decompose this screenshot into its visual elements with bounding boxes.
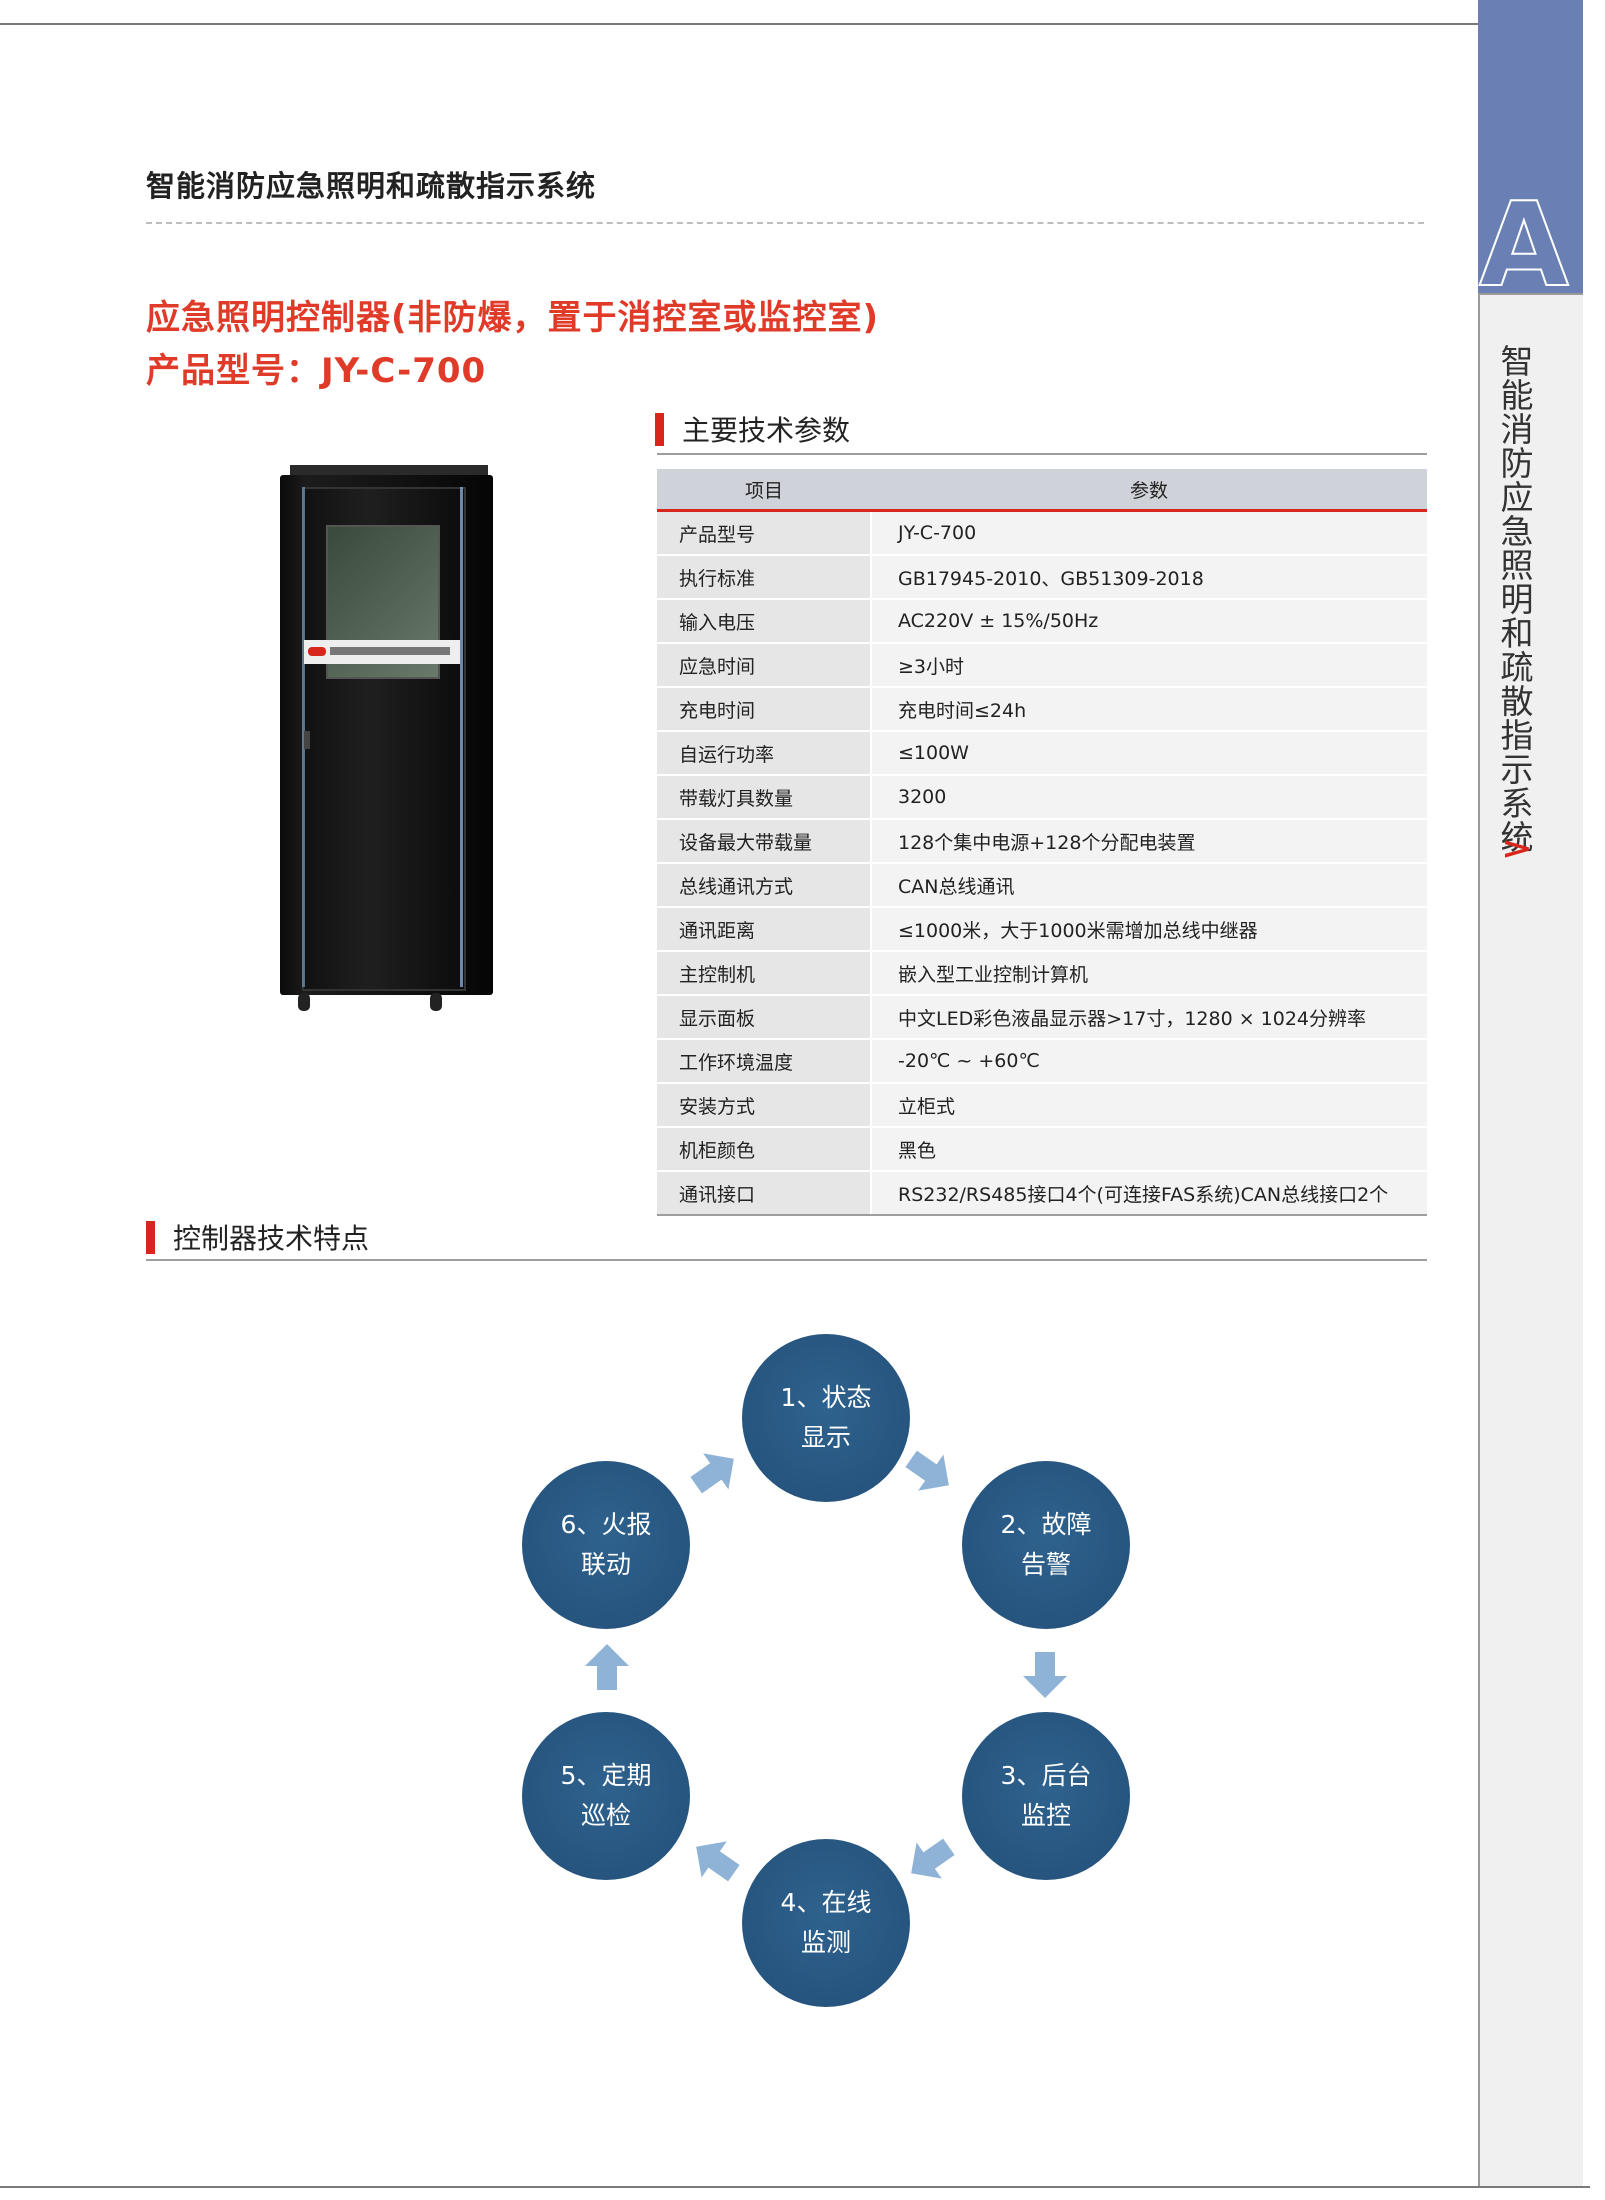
header-divider [146,222,1424,224]
spec-item: 带载灯具数量 [657,775,872,820]
cabinet-image [280,465,493,1020]
flow-arrow-icon [696,1841,740,1882]
specs-section-underline [657,453,1427,455]
spec-value: JY-C-700 [871,510,1427,556]
spec-value: 中文LED彩色液晶显示器>17寸，1280 × 1024分辨率 [871,995,1427,1040]
table-row: 充电时间充电时间≤24h [657,687,1427,732]
spec-item: 执行标准 [657,555,872,600]
spec-item: 充电时间 [657,687,872,732]
feature-node-periodic-inspection: 5、定期巡检 [522,1712,690,1880]
spec-value: 128个集中电源+128个分配电装置 [871,819,1427,864]
spec-item: 机柜颜色 [657,1127,872,1172]
spec-value: 3200 [871,775,1427,820]
spec-value: 充电时间≤24h [871,687,1427,732]
spec-value: 嵌入型工业控制计算机 [871,951,1427,996]
table-row: 主控制机嵌入型工业控制计算机 [657,951,1427,996]
table-row: 显示面板中文LED彩色液晶显示器>17寸，1280 × 1024分辨率 [657,995,1427,1040]
spec-item: 主控制机 [657,951,872,996]
spec-value: ≤1000米，大于1000米需增加总线中继器 [871,907,1427,952]
flow-arrow-icon [911,1838,955,1879]
spec-value: ≥3小时 [871,643,1427,688]
spec-item: 产品型号 [657,510,872,556]
page-header-title: 智能消防应急照明和疏散指示系统 [146,169,597,203]
spec-value: 黑色 [871,1127,1427,1172]
spec-item: 输入电压 [657,599,872,644]
spec-item: 工作环境温度 [657,1039,872,1084]
table-header-row: 项目 参数 [657,469,1427,512]
spec-value: 立柜式 [871,1083,1427,1128]
section-letter: A [1478,178,1570,294]
feature-node-fault-alarm: 2、故障告警 [962,1461,1130,1629]
table-row: 工作环境温度-20℃ ~ +60℃ [657,1039,1427,1084]
table-row: 应急时间≥3小时 [657,643,1427,688]
features-section-heading: 控制器技术特点 [146,1217,369,1257]
flow-arrow-icon [1023,1652,1067,1698]
table-row: 通讯距离≤1000米，大于1000米需增加总线中继器 [657,907,1427,952]
table-row: 自运行功率≤100W [657,731,1427,776]
side-panel [1478,293,1583,2186]
spec-value: AC220V ± 15%/50Hz [871,599,1427,644]
feature-node-backend-monitor: 3、后台监控 [962,1712,1130,1880]
column-header-item: 项目 [657,469,871,512]
spec-item: 显示面板 [657,995,872,1040]
features-section-underline [146,1259,1427,1261]
spec-value: RS232/RS485接口4个(可连接FAS系统)CAN总线接口2个 [871,1171,1427,1216]
spec-value: ≤100W [871,731,1427,776]
flow-arrow-icon [905,1450,949,1491]
table-row: 机柜颜色黑色 [657,1127,1427,1172]
column-header-value: 参数 [871,469,1427,512]
top-rule [0,23,1478,25]
spec-value: GB17945-2010、GB51309-2018 [871,555,1427,600]
spec-value: -20℃ ~ +60℃ [871,1039,1427,1084]
cabinet-label [304,640,460,664]
spec-item: 通讯距离 [657,907,872,952]
specs-section-heading: 主要技术参数 [655,409,850,449]
spec-item: 总线通讯方式 [657,863,872,908]
table-row: 安装方式立柜式 [657,1083,1427,1128]
flow-arrow-icon [690,1453,734,1494]
side-vertical-title: 智能消防应急照明和疏散指示系统 [1500,342,1534,857]
spec-item: 设备最大带载量 [657,819,872,864]
flow-arrow-icon [585,1644,629,1690]
feature-node-fire-linkage: 6、火报联动 [522,1461,690,1629]
feature-node-status-display: 1、状态显示 [742,1334,910,1502]
section-tab: A [1478,0,1583,293]
spec-item: 应急时间 [657,643,872,688]
spec-item: 通讯接口 [657,1171,872,1216]
spec-item: 自运行功率 [657,731,872,776]
product-model: 产品型号：JY-C-700 [146,351,487,391]
side-arrow-icon: > [1501,830,1533,866]
feature-node-online-monitor: 4、在线监测 [742,1839,910,2007]
bottom-rule [0,2186,1590,2188]
product-title: 应急照明控制器(非防爆，置于消控室或监控室) [146,298,880,338]
spec-value: CAN总线通讯 [871,863,1427,908]
spec-item: 安装方式 [657,1083,872,1128]
